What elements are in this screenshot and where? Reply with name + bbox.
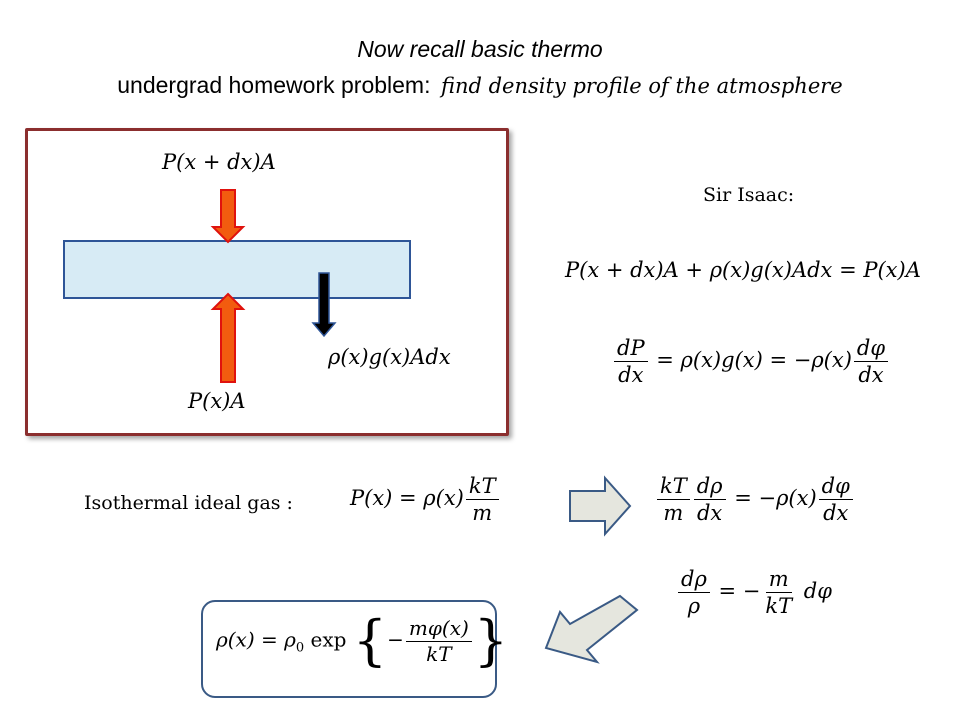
right-block-arrow	[569, 475, 632, 537]
slide-title: Now recall basic thermo	[357, 36, 603, 62]
equation-density-profile: ρ(x) = ρ0 exp {−mφ(x)kT}	[216, 609, 509, 672]
label-bottom-force: P(x)A	[188, 389, 246, 413]
subtitle-italic: find density profile of the atmosphere	[440, 74, 843, 98]
equation-force-balance: P(x + dx)A + ρ(x)g(x)Adx = P(x)A	[565, 258, 921, 282]
sir-isaac-label: Sir Isaac:	[703, 184, 795, 206]
label-top-force: P(x + dx)A	[162, 150, 276, 174]
diagonal-block-arrow	[544, 594, 639, 664]
subtitle-plain: undergrad homework problem:	[117, 72, 431, 98]
label-weight-force: ρ(x)g(x)Adx	[328, 345, 451, 369]
air-slab	[63, 240, 411, 299]
down-left-block-arrow-shape	[547, 582, 642, 645]
isothermal-label: Isothermal ideal gas :	[84, 492, 293, 514]
result-box	[201, 600, 497, 698]
slide-subtitle: undergrad homework problem: find density…	[0, 72, 960, 99]
